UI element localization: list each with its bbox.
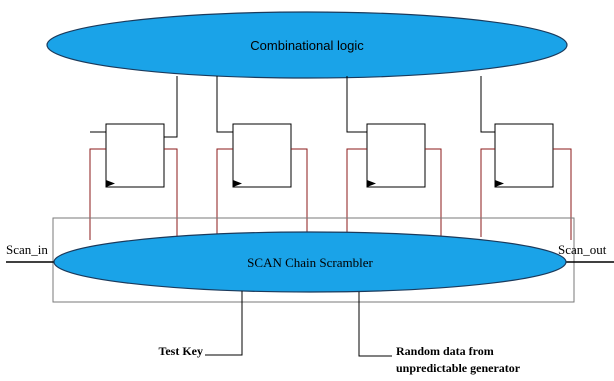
scan-wire-ff4-out bbox=[553, 148, 572, 240]
random-data-wire bbox=[358, 292, 392, 357]
random-data-label-line1: Random data from bbox=[396, 344, 494, 358]
test-key-label: Test Key bbox=[158, 344, 203, 358]
flip-flop-1-clock-icon bbox=[106, 180, 115, 187]
flip-flop-2 bbox=[232, 123, 292, 188]
flip-flop-1 bbox=[90, 123, 165, 188]
test-key-wire bbox=[205, 291, 243, 356]
comb-wire-1 bbox=[164, 76, 178, 138]
scan-chain-scrambler-ellipse bbox=[53, 231, 567, 293]
flip-flop-3-box bbox=[366, 123, 426, 188]
scan-chain-scrambler-label: SCAN Chain Scrambler bbox=[247, 255, 373, 270]
flip-flop-2-box bbox=[232, 123, 292, 188]
random-data-label-line2: unpredictable generator bbox=[396, 361, 521, 375]
scan-wire-ff3-out bbox=[425, 148, 442, 237]
scan-out-label: Scan_out bbox=[558, 242, 607, 257]
scan-chain-wires bbox=[89, 148, 572, 240]
combinational-logic-ellipse bbox=[46, 11, 568, 79]
combinational-logic-label: Combinational logic bbox=[250, 38, 364, 53]
comb-wire-3 bbox=[346, 76, 367, 133]
flip-flop-4-box bbox=[494, 123, 554, 188]
flip-flop-2-clock-icon bbox=[233, 180, 242, 187]
scan-wire-ff1-in bbox=[89, 148, 106, 240]
comb-wire-4 bbox=[480, 76, 495, 133]
flip-flop-4 bbox=[494, 123, 554, 188]
scan-in-label: Scan_in bbox=[6, 242, 48, 257]
scan-wire-ff2-in bbox=[216, 148, 233, 238]
combinational-output-wires bbox=[164, 76, 495, 138]
scan-wire-ff1-out bbox=[164, 148, 178, 238]
scan-wire-ff4-in bbox=[480, 148, 495, 237]
comb-wire-2 bbox=[216, 76, 233, 133]
scan-wire-ff2-out bbox=[291, 148, 308, 236]
scan-wire-ff3-in bbox=[346, 148, 367, 236]
flip-flop-3-clock-icon bbox=[367, 180, 376, 187]
flip-flop-3 bbox=[366, 123, 426, 188]
flip-flop-4-clock-icon bbox=[495, 180, 504, 187]
flip-flop-1-box bbox=[105, 123, 165, 188]
scrambler-boundary-box bbox=[52, 217, 575, 303]
